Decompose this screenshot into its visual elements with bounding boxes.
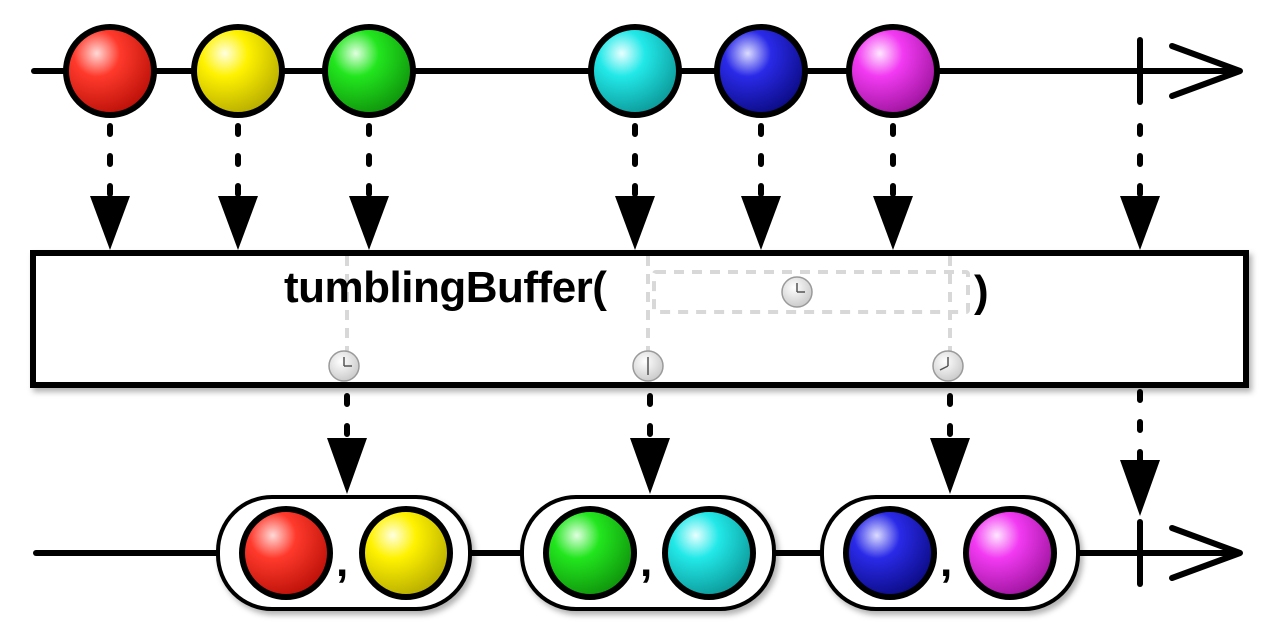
output-arrowheads [327,438,1160,516]
input-arrowheads [90,196,1160,250]
buffer-separator: , [336,537,349,586]
clock-icon [632,350,664,382]
clock-icon [932,350,964,382]
clock-icon [328,350,360,382]
marble-blue [714,24,808,118]
marble-blue [843,506,937,600]
buffer-separator: , [640,537,653,586]
marble-cyan [588,24,682,118]
output-buffer-1 [216,495,472,611]
marble-yellow [359,506,453,600]
output-arrows [344,389,1143,463]
marble-yellow [191,24,285,118]
operator-close-paren: ) [974,267,989,316]
marble-red [239,506,333,600]
operator-name: tumblingBuffer( [284,263,607,312]
timer-guides [345,256,970,352]
marble-magenta [963,506,1057,600]
marble-red [63,24,157,118]
marble-magenta [846,24,940,118]
marble-cyan [662,506,756,600]
buffer-separator: , [940,537,953,586]
output-buffer-3 [820,495,1080,611]
duration-placeholder-box [652,270,970,314]
marble-green [322,24,416,118]
input-marbles [63,24,940,118]
output-buffer-2 [520,495,776,611]
marble-green [543,506,637,600]
input-arrows [107,123,1143,203]
clock-icon [781,276,813,308]
